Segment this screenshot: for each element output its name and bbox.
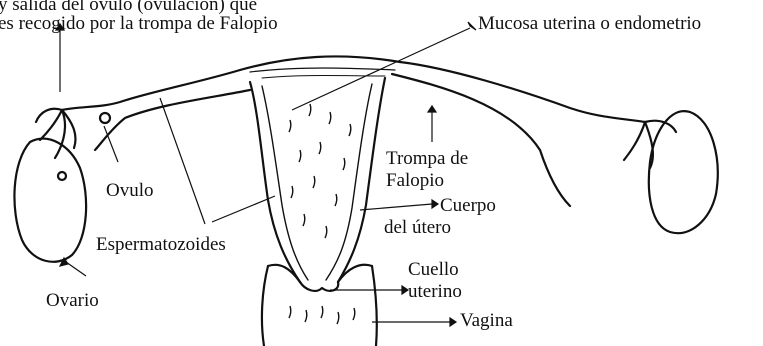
right-fallopian-tube: [400, 62, 645, 122]
label-endometrium: Mucosa uterina o endometrio: [478, 13, 701, 34]
leader-sperm-2: [212, 196, 275, 222]
label-cervix-1: Cuello: [408, 259, 459, 280]
label-body-uterus-1: Cuerpo: [440, 195, 496, 216]
uterus-left-wall: [250, 82, 300, 282]
vagina-left: [262, 266, 268, 346]
label-vagina: Vagina: [460, 310, 513, 331]
label-ovary: Ovario: [46, 290, 99, 311]
ovum-circle: [100, 113, 110, 123]
left-ovary: [14, 139, 86, 262]
label-sperm: Espermatozoides: [96, 234, 226, 255]
leader-sperm-1: [160, 98, 205, 224]
sperm-cells: [289, 104, 355, 324]
vagina-right: [372, 266, 377, 346]
label-ovum: Ovulo: [106, 180, 154, 201]
uterus-right-wall: [338, 78, 385, 282]
leader-body: [360, 204, 432, 210]
leader-ovary: [66, 262, 86, 276]
left-fallopian-tube: [62, 70, 240, 110]
label-cervix-2: uterino: [408, 281, 462, 302]
label-top-line-2: es recogido por la trompa de Falopio: [0, 13, 278, 34]
label-fallopian-tube-2: Falopio: [386, 170, 444, 191]
label-body-uterus-2: del útero: [384, 217, 451, 238]
label-fallopian-tube-1: Trompa de: [386, 148, 468, 169]
right-ovary: [649, 111, 718, 233]
